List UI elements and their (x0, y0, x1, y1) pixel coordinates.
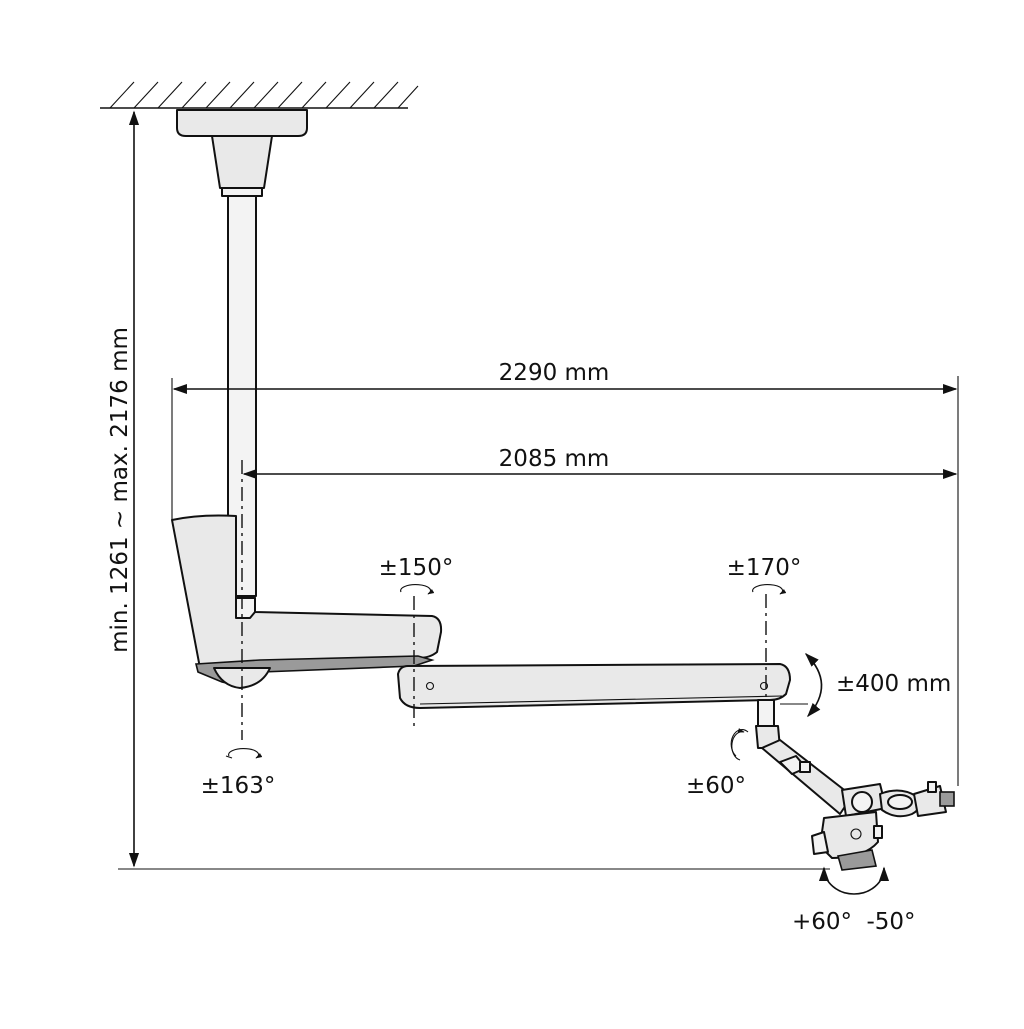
vertical-travel-label: ±400 mm (836, 671, 951, 697)
reach-arm-label: 2085 mm (499, 446, 610, 472)
reach-total-label: 2290 mm (499, 360, 610, 386)
tilt-head-label: ±60° (686, 773, 746, 799)
rot-second-joint-label: ±170° (727, 555, 802, 581)
tilt-head: ±60° (686, 728, 749, 799)
tilt-objective: +60° -50° (792, 866, 916, 935)
rot-suspension-label: ±163° (201, 773, 276, 799)
rotation-suspension: ±163° (201, 748, 276, 799)
rot-arm-joint-label: ±150° (379, 555, 454, 581)
first-arm (171, 514, 443, 689)
microscope-head (755, 699, 955, 871)
tilt-minus-label: -50° (866, 909, 915, 935)
tilt-plus-label: +60° (792, 909, 852, 935)
height-range-label: min. 1261 ~ max. 2176 mm (107, 327, 133, 653)
second-arm (397, 663, 791, 709)
reach-total-dimension: 2290 mm (172, 360, 958, 395)
rotation-arm-joint: ±150° (379, 555, 454, 595)
ceiling-mount (176, 109, 308, 197)
centre-lines (171, 376, 959, 786)
ceiling (100, 81, 419, 109)
height-dimension: min. 1261 ~ max. 2176 mm (107, 110, 830, 870)
rotation-second-joint: ±170° (727, 555, 802, 595)
reach-arm-dimension: 2085 mm (242, 446, 958, 480)
vertical-travel: ±400 mm (780, 652, 951, 718)
